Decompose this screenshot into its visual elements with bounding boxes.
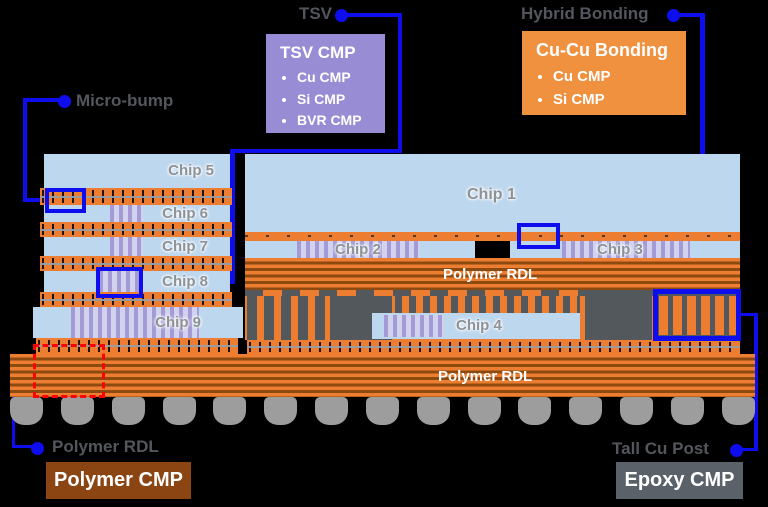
polymer-rdl-callout-line [12, 445, 33, 448]
polymer-rdl-highlight-rect [33, 344, 105, 398]
hybrid-bonding-highlight-rect [517, 223, 560, 249]
micro-bump-callout-line [23, 198, 45, 202]
solder-ball [162, 397, 196, 425]
chip-7-label: Chip 7 [162, 238, 208, 255]
tsv-stripes [562, 241, 690, 258]
chip-3-label: Chip 3 [597, 241, 643, 258]
upper-rdl-label: Polymer RDL [443, 266, 538, 283]
cavity-notch [475, 241, 510, 258]
hybrid-bonding-callout-line [700, 13, 705, 157]
solder-ball [10, 397, 43, 425]
chip-8-label: Chip 8 [162, 273, 208, 290]
tall-cu-post-callout-line [740, 313, 757, 316]
tall-cu-post-connector-dot-icon [730, 444, 743, 457]
tsv-stripes [297, 241, 420, 258]
chip-5-label: Chip 5 [168, 162, 214, 179]
hybrid-bonding-label: Hybrid Bonding [521, 4, 649, 23]
solder-ball [518, 397, 552, 425]
tall-cu-post-region [655, 292, 740, 339]
cu-cu-bonding-title: Cu-Cu Bonding [536, 40, 668, 60]
micro-bump-band [40, 188, 232, 205]
micro-bump-connector-dot-icon [58, 95, 71, 108]
tsv-cmp-title: TSV CMP [280, 43, 356, 62]
micro-bump-highlight-rect [45, 188, 86, 213]
tall-cu-posts [659, 296, 736, 335]
solder-ball [264, 397, 298, 425]
tsv-stripes [99, 271, 144, 292]
micro-bump-band [40, 222, 232, 237]
solder-ball [620, 397, 654, 425]
pad-caps-row [245, 290, 740, 296]
lower-rdl-label: Polymer RDL [438, 368, 533, 385]
tall-cu-post-callout-line [741, 448, 757, 451]
solder-ball [111, 397, 145, 425]
polymer-rdl-callout-label: Polymer RDL [52, 437, 159, 456]
solder-ball [315, 397, 349, 425]
chip-4: Chip 4 [372, 313, 580, 339]
tsv-callout-line [398, 13, 402, 153]
chip-8: Chip 8 [44, 271, 230, 292]
tsv-callout-line [230, 149, 235, 284]
chip-2-label: Chip 2 [335, 241, 381, 258]
hybrid-bonding-callout-line [679, 13, 705, 17]
chip-2-3-tier: Chip 2 Chip 3 [245, 241, 740, 258]
micro-bump-label: Micro-bump [76, 91, 174, 110]
list-item: BVR CMP [297, 110, 375, 132]
solder-ball [670, 397, 704, 425]
tall-cu-post-highlight-rect [653, 289, 741, 341]
micro-bump-callout-line [23, 98, 27, 202]
tsv-stripes [110, 205, 143, 222]
micro-bump-callout-line [27, 98, 60, 102]
micro-bump-band [40, 292, 232, 307]
chip-9-label: Chip 9 [155, 314, 201, 331]
tsv-connector-dot-icon [335, 9, 348, 22]
polymer-rdl-connector-dot-icon [31, 442, 44, 455]
tsv-callout-line [346, 13, 402, 17]
chip-7: Chip 7 [44, 237, 230, 256]
cu-cu-bonding-items: Cu CMP Si CMP [534, 65, 676, 112]
tsv-cmp-info-box: TSV CMP Cu CMP Si CMP BVR CMP [266, 34, 385, 133]
chip-1-label: Chip 1 [467, 186, 516, 203]
list-item: Cu CMP [297, 67, 375, 89]
hybrid-bonding-connector-dot-icon [667, 9, 680, 22]
upper-polymer-rdl-band: Polymer RDL [245, 258, 740, 290]
lower-polymer-rdl-band: Polymer RDL [10, 354, 755, 397]
solder-ball-row [10, 397, 755, 426]
solder-ball [569, 397, 603, 425]
solder-ball [721, 397, 755, 425]
tall-cu-post-label: Tall Cu Post [612, 439, 709, 458]
tsv-label: TSV [298, 4, 332, 23]
solder-ball [416, 397, 450, 425]
chip-6-label: Chip 6 [162, 205, 208, 222]
chip-6: Chip 6 [44, 205, 230, 222]
list-item: Si CMP [297, 89, 375, 111]
tsv-callout-line [231, 149, 402, 153]
polymer-cmp-box: Polymer CMP [46, 462, 191, 499]
left-post-array [247, 296, 331, 340]
list-item: Cu CMP [553, 65, 676, 88]
cu-cu-bonding-info-box: Cu-Cu Bonding Cu CMP Si CMP [522, 31, 686, 115]
tsv-highlight-rect [96, 267, 143, 298]
solder-ball [365, 397, 399, 425]
micro-bump-band [36, 338, 238, 354]
chip-9: Chip 9 [33, 307, 243, 338]
solder-ball [213, 397, 247, 425]
tsv-stripes [110, 237, 143, 256]
epoxy-cmp-box: Epoxy CMP [616, 462, 743, 499]
chip-4-micro-bump-row [395, 296, 580, 313]
mold-block [585, 290, 652, 340]
tall-cu-post-callout-line [754, 313, 758, 451]
bonding-interface-band [245, 232, 740, 241]
chip-5: Chip 5 [44, 154, 230, 188]
tsv-stripes [384, 315, 444, 337]
solder-ball [467, 397, 501, 425]
list-item: Si CMP [553, 88, 676, 111]
chip-4-label: Chip 4 [456, 317, 502, 334]
tsv-cmp-items: Cu CMP Si CMP BVR CMP [278, 67, 375, 132]
chip-1: Chip 1 [245, 154, 740, 232]
micro-bump-band [247, 340, 740, 354]
micro-bump-band [40, 256, 232, 271]
solder-ball [60, 397, 94, 425]
tsv-stripes [71, 307, 199, 338]
